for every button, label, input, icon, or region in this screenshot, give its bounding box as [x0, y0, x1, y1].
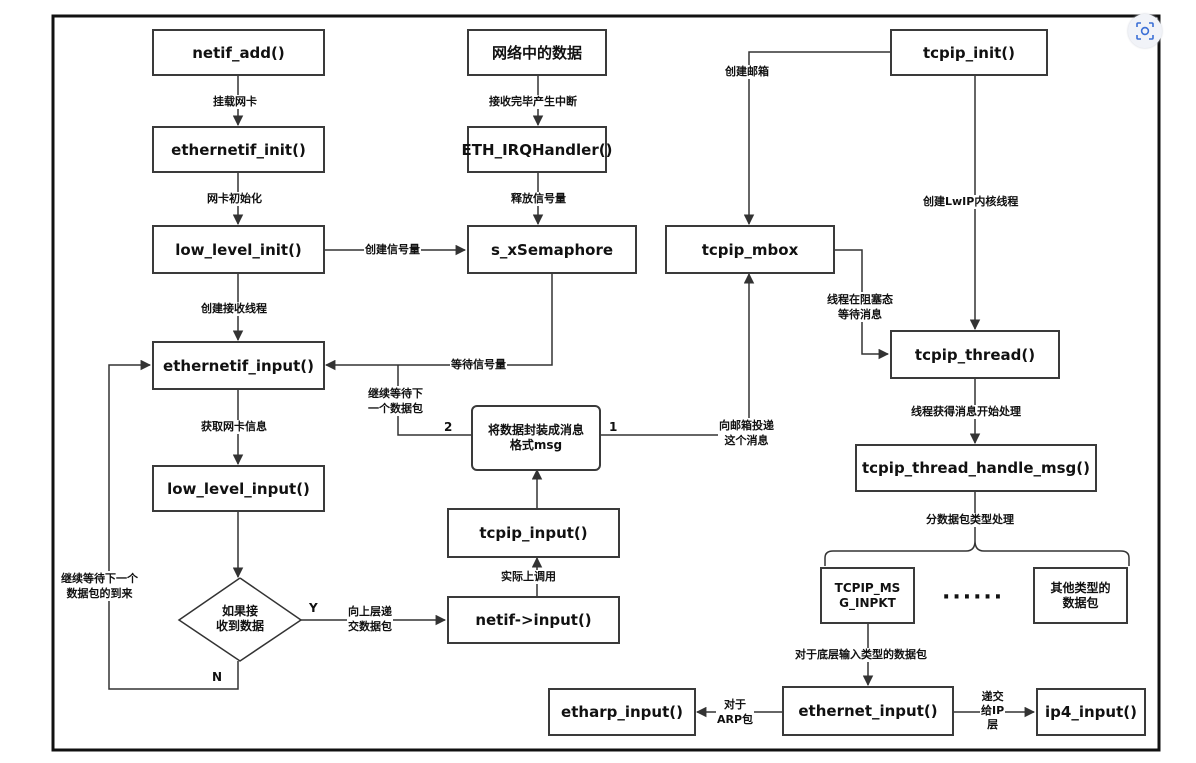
box-etharp-input: etharp_input()	[548, 688, 696, 736]
diamond-line2: 收到数据	[215, 619, 264, 633]
label-create-semaphore: 创建信号量	[364, 243, 421, 257]
box-network-data: 网络中的数据	[467, 29, 607, 76]
label-nic-init: 网卡初始化	[206, 192, 263, 206]
label-loop-back: 继续等待下一个 数据包的到来	[60, 571, 139, 601]
continue-wait-line1: 继续等待下	[368, 387, 423, 400]
encapsulate-msg-line2: 格式msg	[509, 438, 563, 452]
inpkt-line1: TCPIP_MS	[834, 580, 901, 595]
loop-back-line1: 继续等待下一个	[61, 572, 138, 585]
other-types-line1: 其他类型的	[1050, 580, 1111, 595]
loop-back-line2: 数据包的到来	[66, 587, 133, 600]
box-eth-irq-handler: ETH_IRQHandler()	[462, 126, 612, 173]
label-thread-gets-msg: 线程获得消息开始处理	[910, 405, 1022, 419]
label-wait-semaphore: 等待信号量	[450, 358, 507, 372]
box-tcpip-input: tcpip_input()	[447, 508, 620, 558]
label-pass-to-ip: 递交 给IP 层	[980, 690, 1006, 732]
label-branch-1: 1	[609, 420, 618, 434]
ellipsis-more-types: ······	[942, 585, 1005, 610]
box-netif-input: netif->input()	[447, 596, 620, 644]
diamond-decision: 如果接 收到数据	[196, 604, 284, 634]
label-mount-nic: 挂载网卡	[212, 95, 258, 109]
box-low-level-init: low_level_init()	[152, 225, 325, 274]
edge-tcpip-init-to-mbox	[743, 51, 890, 226]
inpkt-line2: G_INPKT	[839, 595, 896, 610]
pass-ip-line3: 层	[987, 718, 999, 731]
label-no: N	[212, 670, 223, 684]
encapsulate-msg-line1: 将数据封装成消息	[487, 423, 584, 437]
box-low-level-input: low_level_input()	[152, 465, 325, 512]
blocked-line1: 线程在阻塞态	[827, 293, 893, 306]
label-create-mailbox: 创建邮箱	[724, 65, 770, 79]
box-other-types: 其他类型的 数据包	[1033, 567, 1128, 624]
label-branch-2: 2	[444, 420, 453, 434]
edge-no-loop-back	[108, 359, 239, 690]
continue-wait-line2: 一个数据包	[368, 402, 423, 415]
label-get-nic-info: 获取网卡信息	[200, 420, 268, 434]
type-brace	[824, 492, 1130, 566]
blocked-line2: 等待消息	[838, 308, 882, 321]
box-tcpip-msg-inpkt: TCPIP_MS G_INPKT	[820, 567, 915, 624]
label-blocked-waiting: 线程在阻塞态 等待消息	[826, 292, 894, 322]
deliver-mbox-line2: 这个消息	[724, 434, 769, 447]
screenshot-scan-icon[interactable]	[1128, 14, 1162, 48]
box-ethernet-input: ethernet_input()	[782, 686, 954, 736]
pass-ip-line1: 递交	[981, 690, 1004, 703]
box-tcpip-thread-handle-msg: tcpip_thread_handle_msg()	[855, 444, 1097, 492]
label-create-lwip-thread: 创建LwIP内核线程	[922, 195, 1020, 209]
pass-ip-line2: 给IP	[981, 704, 1005, 717]
label-actually-call: 实际上调用	[500, 570, 557, 584]
outer-frame	[51, 14, 1161, 752]
label-rx-complete-irq: 接收完毕产生中断	[488, 95, 578, 109]
label-lower-input-type: 对于底层输入类型的数据包	[794, 648, 928, 662]
box-ethernetif-input: ethernetif_input()	[152, 341, 325, 390]
box-ip4-input: ip4_input()	[1036, 688, 1146, 736]
for-arp-line2: ARP包	[717, 713, 754, 726]
label-yes: Y	[309, 601, 318, 615]
deliver-mbox-line1: 向邮箱投递	[719, 419, 774, 432]
box-s-xsemaphore: s_xSemaphore	[467, 225, 637, 274]
label-for-arp: 对于 ARP包	[716, 697, 755, 727]
for-arp-line1: 对于	[724, 698, 747, 711]
label-continue-wait: 继续等待下 一个数据包	[367, 386, 424, 416]
other-types-line2: 数据包	[1062, 595, 1099, 610]
edge-msg-to-mbox	[600, 272, 755, 436]
box-tcpip-init: tcpip_init()	[890, 29, 1048, 76]
label-release-semaphore: 释放信号量	[510, 192, 567, 206]
box-netif-add: netif_add()	[152, 29, 325, 76]
edge-semaphore-to-ethernetif-input	[324, 273, 553, 371]
box-ethernetif-init: ethernetif_init()	[152, 126, 325, 173]
box-tcpip-thread: tcpip_thread()	[890, 330, 1060, 379]
scan-glyph-icon	[1136, 22, 1154, 40]
label-by-packet-type: 分数据包类型处理	[925, 513, 1015, 527]
box-tcpip-mbox: tcpip_mbox	[665, 225, 835, 274]
diamond-line1: 如果接	[221, 604, 258, 618]
pass-up-line1: 向上层递	[348, 605, 392, 618]
pass-up-line2: 交数据包	[348, 620, 392, 633]
label-deliver-mbox: 向邮箱投递 这个消息	[718, 418, 775, 448]
label-pass-up: 向上层递 交数据包	[347, 604, 393, 634]
label-create-rx-thread: 创建接收线程	[200, 302, 268, 316]
box-encapsulate-msg: 将数据封装成消息 格式msg	[471, 405, 601, 471]
diamond-shape	[177, 577, 303, 662]
